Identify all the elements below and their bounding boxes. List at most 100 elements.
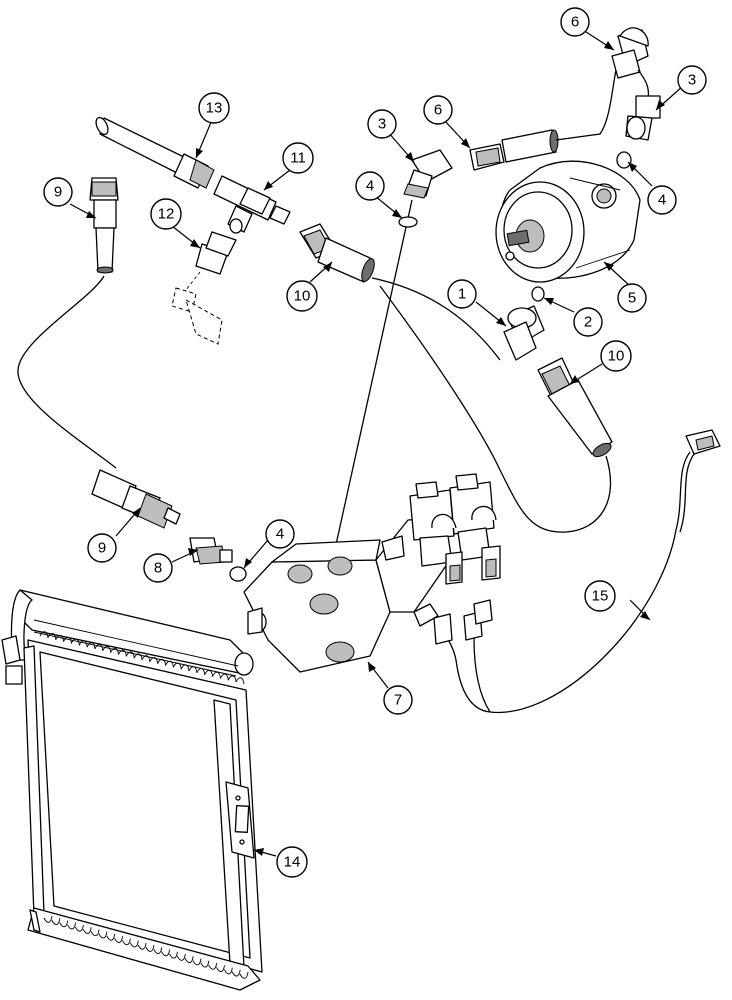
cooler-fin-bottom xyxy=(98,931,108,939)
cooler-fin xyxy=(55,634,65,642)
cooler-fin-bottom xyxy=(153,947,163,955)
cooler-fin xyxy=(157,658,167,666)
tee-fitting-11 xyxy=(213,175,291,234)
oring-2 xyxy=(531,286,545,302)
valve-block-7 xyxy=(243,473,501,673)
callout-6-top: 6 xyxy=(560,7,590,37)
svg-text:6: 6 xyxy=(571,14,579,31)
cooler-fin-bottom xyxy=(231,969,241,977)
callout-4-right: 4 xyxy=(647,185,677,215)
cooler-fin-bottom xyxy=(223,967,233,975)
cooler-fin xyxy=(86,642,96,650)
hose-9-upper xyxy=(17,177,119,469)
pump-5 xyxy=(495,160,641,283)
cooler-fin-bottom xyxy=(106,933,116,941)
svg-text:12: 12 xyxy=(158,206,175,223)
svg-text:4: 4 xyxy=(658,192,666,209)
cooler-fins xyxy=(39,631,249,979)
svg-text:9: 9 xyxy=(98,540,106,557)
svg-text:14: 14 xyxy=(284,854,301,871)
cooler-fin-bottom xyxy=(161,949,171,957)
elbow-6-top xyxy=(611,27,650,101)
cooler-fin xyxy=(180,664,190,672)
cooler-fin-bottom xyxy=(208,962,218,970)
cooler-fin xyxy=(172,662,182,670)
svg-text:15: 15 xyxy=(592,588,609,605)
oil-cooler-14 xyxy=(1,589,263,991)
cooler-fin xyxy=(78,640,88,648)
svg-text:9: 9 xyxy=(54,184,62,201)
callout-13: 13 xyxy=(198,92,230,124)
cooler-fin xyxy=(149,657,159,664)
cooler-fin-bottom xyxy=(184,956,194,964)
cooler-fin xyxy=(63,636,72,644)
cooler-fin xyxy=(141,655,151,662)
hose-13 xyxy=(95,116,215,189)
cooler-fin-bottom xyxy=(51,918,61,925)
svg-text:11: 11 xyxy=(290,150,306,167)
callout-3-right: 3 xyxy=(677,65,707,95)
cooler-fin-bottom xyxy=(192,958,202,966)
cooler-fin xyxy=(133,653,143,661)
cooler-fin-bottom xyxy=(216,965,225,972)
svg-text:10: 10 xyxy=(608,348,625,365)
callout-8: 8 xyxy=(143,553,173,583)
cooler-fin xyxy=(235,677,245,685)
svg-text:2: 2 xyxy=(584,314,592,331)
oring-4-right xyxy=(616,151,632,169)
wire-harness-15 xyxy=(433,429,721,714)
cooler-fin-bottom xyxy=(59,920,69,928)
cooler-fin-bottom xyxy=(239,971,249,979)
cooler-fin xyxy=(219,673,229,681)
cooler-fin xyxy=(212,671,221,679)
callout-2: 2 xyxy=(573,307,603,337)
callout-12: 12 xyxy=(150,198,182,230)
cooler-fin xyxy=(102,646,112,653)
callout-14: 14 xyxy=(276,846,308,878)
fitting-8 xyxy=(189,537,233,565)
svg-text:4: 4 xyxy=(276,526,284,543)
elbow-3-middle xyxy=(325,149,453,591)
svg-text:5: 5 xyxy=(628,290,636,307)
callout-7: 7 xyxy=(383,685,413,715)
callout-4-middle: 4 xyxy=(355,171,385,201)
svg-text:8: 8 xyxy=(154,560,162,577)
hose-10-right xyxy=(379,285,613,533)
callout-15: 15 xyxy=(584,580,616,612)
svg-text:6: 6 xyxy=(434,102,442,119)
svg-text:4: 4 xyxy=(366,178,374,195)
cooler-fin-bottom xyxy=(43,915,53,923)
hose-6-middle xyxy=(469,69,617,171)
cooler-fin-bottom xyxy=(114,936,124,943)
cooler-fin xyxy=(47,633,57,640)
cooler-fin-bottom xyxy=(176,954,186,961)
svg-text:1: 1 xyxy=(458,286,466,303)
cooler-fin-bottom xyxy=(74,924,84,932)
cooler-fin-bottom xyxy=(90,929,100,937)
svg-text:3: 3 xyxy=(378,116,386,133)
cooler-fin-bottom xyxy=(129,940,139,948)
cooler-fin xyxy=(188,666,198,674)
adapter-1 xyxy=(503,305,545,361)
callout-4-lower: 4 xyxy=(265,519,295,549)
cooler-fin-bottom xyxy=(137,942,147,950)
cooler-fin-bottom xyxy=(145,945,155,952)
cooler-fin xyxy=(39,631,49,639)
cooler-fin xyxy=(70,638,80,646)
callout-11: 11 xyxy=(282,142,314,174)
svg-text:7: 7 xyxy=(394,692,402,709)
cooler-fin-bottom xyxy=(67,922,76,930)
callout-6-middle: 6 xyxy=(423,95,453,125)
callout-3-middle: 3 xyxy=(367,109,397,139)
fitting-12 xyxy=(171,231,237,345)
svg-text:10: 10 xyxy=(294,288,311,305)
cooler-fin-bottom xyxy=(82,927,92,934)
cooler-fin xyxy=(204,669,214,677)
cooler-fin xyxy=(94,644,104,651)
cooler-fin xyxy=(227,675,237,683)
callout-10-right: 10 xyxy=(600,340,632,372)
callout-1: 1 xyxy=(447,279,477,309)
cooler-fin-bottom xyxy=(200,960,210,968)
callout-10-upper: 10 xyxy=(286,280,318,312)
